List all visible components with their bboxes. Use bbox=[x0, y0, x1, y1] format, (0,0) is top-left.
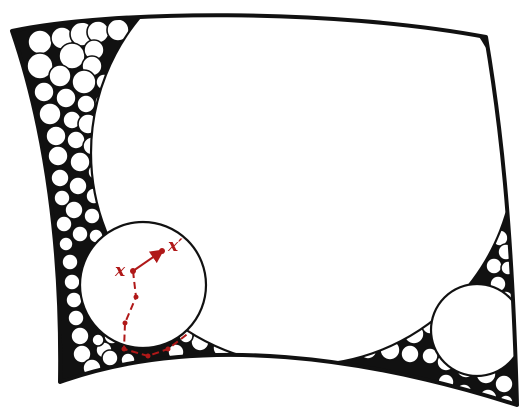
small-circle-right bbox=[431, 284, 520, 376]
small-cell bbox=[59, 237, 73, 251]
small-cell bbox=[49, 65, 71, 87]
small-cell bbox=[71, 327, 89, 345]
small-cell bbox=[102, 350, 118, 366]
path-point bbox=[122, 347, 127, 352]
small-cell bbox=[92, 334, 104, 346]
small-cell bbox=[70, 152, 90, 172]
path-point bbox=[166, 347, 171, 352]
small-cell bbox=[56, 216, 72, 232]
small-cell bbox=[72, 226, 88, 242]
small-cell bbox=[62, 254, 78, 270]
small-cell bbox=[34, 82, 54, 102]
small-cell bbox=[68, 310, 84, 326]
small-cell bbox=[28, 30, 52, 54]
path-point bbox=[146, 354, 151, 359]
path-point bbox=[130, 268, 136, 274]
small-cell bbox=[69, 177, 87, 195]
path-point bbox=[123, 321, 128, 326]
small-cell bbox=[87, 21, 109, 43]
small-cell bbox=[495, 375, 513, 393]
large-circles bbox=[80, 0, 520, 376]
small-cell bbox=[56, 88, 76, 108]
medium-circle-left bbox=[80, 222, 206, 348]
small-cell bbox=[64, 274, 80, 290]
small-cell bbox=[401, 345, 419, 363]
small-cell bbox=[77, 95, 95, 113]
small-cell bbox=[486, 258, 502, 274]
path-point bbox=[159, 248, 165, 254]
small-cell bbox=[72, 70, 96, 94]
end-point-label: x′ bbox=[167, 236, 183, 256]
path-point bbox=[134, 295, 139, 300]
small-cell bbox=[51, 169, 69, 187]
start-point-label: x bbox=[114, 261, 126, 281]
small-cell bbox=[84, 208, 100, 224]
small-cell bbox=[48, 146, 68, 166]
small-cell bbox=[46, 126, 66, 146]
small-cell bbox=[39, 103, 61, 125]
